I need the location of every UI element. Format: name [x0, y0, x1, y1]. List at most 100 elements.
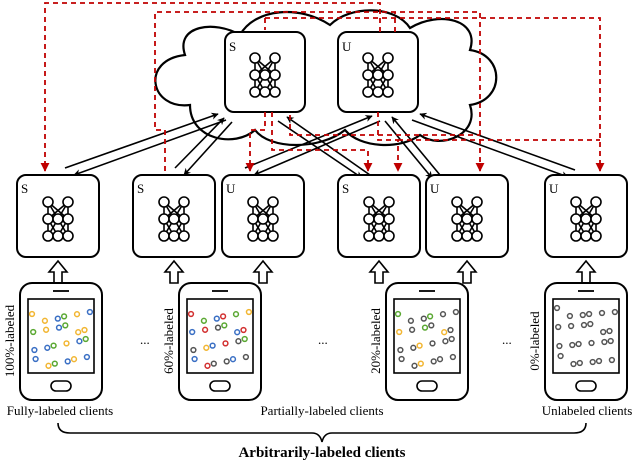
- data-point: [420, 315, 427, 322]
- data-point: [396, 328, 403, 336]
- data-point: [222, 340, 229, 347]
- data-point: [407, 317, 415, 324]
- data-point: [44, 344, 51, 351]
- data-point: [430, 358, 437, 365]
- data-point: [601, 338, 608, 346]
- data-point: [606, 327, 613, 335]
- data-point: [426, 313, 434, 320]
- data-point: [553, 304, 561, 312]
- data-point: [203, 344, 210, 351]
- data-point: [555, 323, 562, 331]
- data-point: [54, 315, 61, 322]
- data-point: [449, 353, 457, 361]
- data-point: [50, 342, 57, 349]
- data-point: [611, 308, 619, 316]
- client-model-u: U: [221, 174, 305, 258]
- data-point: [229, 356, 237, 363]
- group-label-partially: Partially-labeled clients: [260, 403, 383, 418]
- data-point: [394, 310, 402, 318]
- data-point: [81, 326, 88, 334]
- data-point: [570, 360, 577, 368]
- data-point: [187, 310, 195, 318]
- data-point: [576, 359, 583, 367]
- data-point: [240, 326, 247, 334]
- data-point: [241, 335, 248, 343]
- label-ratio: 100%-labeled: [2, 304, 17, 377]
- data-point: [41, 317, 49, 324]
- data-point: [55, 324, 63, 331]
- dashed-aggregation-arrows: [40, 2, 605, 172]
- data-point: [209, 342, 216, 349]
- data-point: [417, 360, 424, 367]
- data-point: [448, 335, 455, 343]
- phone-screen: [186, 298, 254, 374]
- data-point: [75, 329, 82, 336]
- data-point: [589, 358, 596, 366]
- data-point: [408, 326, 416, 333]
- data-point: [579, 311, 586, 319]
- client-model-tag: S: [21, 181, 28, 196]
- data-point: [421, 324, 429, 331]
- data-samples: [394, 308, 460, 369]
- data-point: [580, 321, 588, 329]
- client-phone: 0%-labeled: [527, 282, 628, 401]
- data-point: [556, 342, 563, 350]
- data-point: [567, 322, 575, 330]
- label-ratio: 20%-labeled: [368, 308, 383, 374]
- upload-arrow: [368, 259, 390, 284]
- client-model-u: U: [544, 174, 628, 258]
- data-point: [598, 309, 606, 317]
- data-point: [63, 340, 70, 347]
- data-point: [595, 357, 603, 365]
- data-point: [45, 362, 52, 369]
- client-model-s: S: [16, 174, 100, 258]
- data-point: [60, 313, 68, 320]
- client-devices: 100%-labeled 60%-labeled 20%-labeled 0%-lab…: [2, 282, 628, 401]
- phone-home-button: [416, 380, 438, 392]
- data-point: [441, 329, 448, 336]
- caption: Arbitrarily-labeled clients: [238, 445, 405, 461]
- phone-home-button: [575, 380, 597, 392]
- server-model-s: S: [224, 31, 306, 113]
- data-point: [83, 353, 91, 361]
- server-model-u: U: [337, 31, 419, 113]
- data-point: [219, 313, 227, 320]
- data-point: [200, 317, 208, 324]
- group-label-unlabeled: Unlabeled clients: [542, 403, 633, 418]
- data-point: [416, 342, 423, 349]
- data-point: [411, 362, 418, 369]
- data-point: [234, 329, 241, 336]
- client-model-tag: U: [549, 181, 559, 196]
- ellipsis: ...: [502, 332, 512, 347]
- label-ratio: 60%-labeled: [161, 308, 176, 374]
- data-point: [32, 355, 39, 363]
- data-point: [190, 346, 197, 354]
- data-point: [210, 360, 217, 367]
- phone-home-button: [50, 380, 72, 392]
- local-training-arrows: [47, 259, 597, 284]
- client-model-u: U: [425, 174, 509, 258]
- data-point: [588, 339, 595, 347]
- ellipsis: ...: [318, 332, 328, 347]
- upload-arrow: [456, 259, 478, 284]
- client-model-tag: S: [137, 181, 144, 196]
- data-point: [30, 328, 37, 336]
- server-model-tag: S: [229, 39, 236, 54]
- data-point: [204, 362, 211, 369]
- phone-screen: [552, 298, 620, 374]
- data-samples: [187, 308, 253, 369]
- data-point: [397, 346, 404, 354]
- upload-arrow: [47, 259, 69, 284]
- data-point: [242, 353, 250, 361]
- data-point: [189, 328, 196, 336]
- server-cloud: [154, 9, 498, 147]
- data-point: [232, 311, 240, 318]
- phone-home-button: [209, 380, 231, 392]
- client-model-tag: S: [342, 181, 349, 196]
- data-point: [442, 338, 449, 345]
- data-point: [566, 312, 574, 320]
- data-point: [428, 322, 435, 329]
